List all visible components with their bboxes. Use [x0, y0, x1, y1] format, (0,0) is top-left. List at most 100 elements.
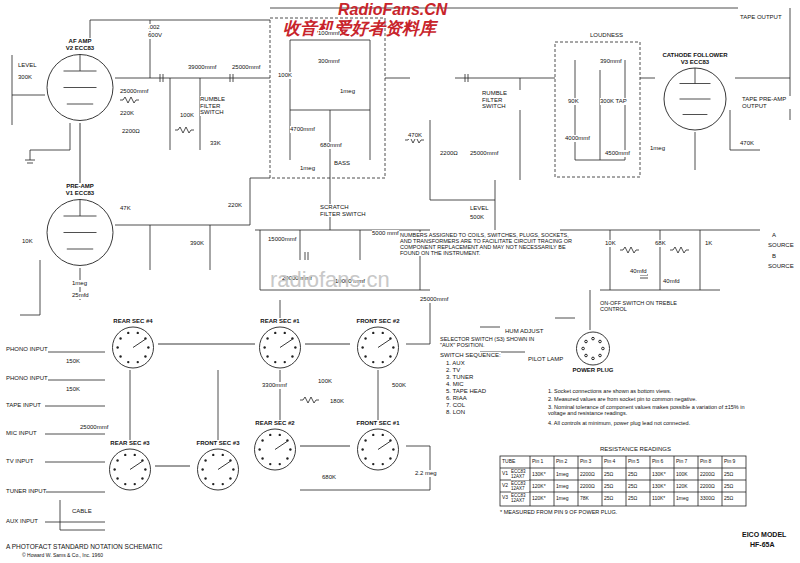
node-label: REAR SEC #3 — [110, 440, 149, 447]
label-text: 2200Ω — [700, 472, 715, 478]
node-outline — [350, 427, 406, 472]
label-text: Pin 9 — [724, 459, 735, 465]
label-text: SELECTOR SWITCH (S3) SHOWN IN "AUX" POSI… — [440, 336, 550, 348]
switch-contact — [279, 434, 281, 436]
switch-contact — [389, 457, 391, 459]
label-text: 220K — [120, 110, 134, 117]
label-text: 10K — [605, 240, 616, 247]
vacuum-tube: CATHODE FOLLOWERV3 ECC83 — [655, 52, 735, 132]
switch-contact — [382, 361, 384, 363]
plug-pin — [592, 357, 595, 360]
switch-contact — [204, 477, 206, 479]
switch-wiper — [133, 339, 145, 347]
label-text: 2. Measured values are from socket pin t… — [548, 396, 748, 402]
label-text: 100mmf — [318, 30, 340, 37]
label-text: 收音机爱好者资料库 — [283, 20, 436, 39]
label-text: 40mfd — [630, 268, 647, 275]
label-text: .002 — [148, 24, 160, 31]
label-text: SCRATCH FILTER SWITCH — [320, 204, 370, 217]
switch-contact — [124, 454, 126, 456]
node-outline — [255, 325, 305, 370]
switch-contact — [372, 332, 374, 334]
switch-contact — [116, 346, 118, 348]
switch-contact — [222, 483, 224, 485]
tube-electrodes — [64, 200, 97, 250]
label-text: 1meg — [300, 165, 315, 172]
label-text: 100K — [180, 112, 194, 119]
switch-contact — [382, 434, 384, 436]
label-text: 130K* — [652, 484, 666, 490]
node-text-group: REAR SEC #4 — [108, 318, 158, 325]
label-text: 25Ω — [724, 484, 733, 490]
label-text: 8. LON — [446, 409, 465, 416]
label-text: 180K — [330, 398, 344, 405]
loudness-wire — [575, 60, 625, 160]
label-text: 25000mmf — [120, 88, 148, 95]
power-plug: POWER PLUG — [570, 330, 616, 374]
label-text: PILOT LAMP — [528, 356, 563, 363]
label-text: 2200Ω — [700, 484, 715, 490]
switch-wiper — [280, 339, 292, 347]
label-text: Pin 6 — [652, 459, 663, 465]
switch-contact — [284, 361, 286, 363]
switch-wiper — [378, 339, 390, 347]
capacitor-symbol — [160, 74, 648, 278]
wire-connector — [305, 344, 350, 345]
node-label: PRE-AMP — [66, 183, 94, 190]
label-text: 5. TAPE HEAD — [446, 388, 486, 395]
label-text: V3 — [502, 495, 508, 501]
signal-wire — [12, 55, 790, 125]
label-text: 3300mmf — [262, 382, 287, 389]
switch-contact — [137, 361, 139, 363]
label-text: 3300Ω — [700, 496, 715, 502]
label-text: V2 — [502, 483, 508, 489]
label-text: 25000mmf — [232, 64, 260, 71]
label-text: SOURCE — [768, 263, 794, 270]
label-text: LEVEL — [470, 205, 489, 212]
label-text: 1meg — [556, 484, 569, 490]
label-text: NUMBERS ASSIGNED TO COILS, SWITCHES, PLU… — [400, 232, 580, 256]
switch-contact — [382, 463, 384, 465]
label-text: SOURCE — [768, 242, 794, 249]
label-text: TV INPUT — [6, 458, 33, 465]
envelope-circle — [198, 449, 239, 490]
switch-contact — [389, 355, 391, 357]
node-text-group: FRONT SEC #1 — [350, 420, 406, 427]
label-text: 47K — [120, 205, 131, 212]
plug-pin — [585, 340, 588, 343]
switch-contact — [291, 355, 293, 357]
envelope-circle — [358, 429, 399, 470]
node-label: AF AMP — [69, 38, 92, 45]
switch-contact — [361, 346, 363, 348]
label-text: 25Ω — [628, 472, 637, 478]
switch-contact — [372, 434, 374, 436]
label-text: 100K — [278, 72, 292, 79]
label-text: 1meg — [556, 496, 569, 502]
label-text: RUMBLE FILTER SWITCH — [200, 96, 242, 116]
label-text: LOUDNESS — [590, 32, 623, 39]
switch-contact — [284, 332, 286, 334]
selector-section: FRONT SEC #2 — [350, 318, 406, 370]
input-wire — [45, 352, 105, 522]
node-text-group: PRE-AMPV1 ECC83 — [45, 183, 115, 197]
switch-contact — [274, 332, 276, 334]
label-text: RadioFans.CN — [338, 1, 447, 19]
label-text: HF-65A — [750, 541, 775, 549]
node-text-group: FRONT SEC #3 — [190, 440, 246, 447]
switch-contact — [144, 355, 146, 357]
switch-contact — [261, 439, 263, 441]
label-text: radiofans.cn — [270, 268, 390, 292]
label-text: 220K — [228, 202, 242, 209]
label-text: 500K — [392, 382, 406, 389]
tone-control-housing — [270, 18, 385, 178]
label-text: 680K — [322, 474, 336, 481]
label-text: 120K* — [532, 496, 546, 502]
node-label: FRONT SEC #1 — [356, 420, 399, 427]
label-text: TUNER INPUT — [6, 488, 46, 495]
switch-contact — [137, 332, 139, 334]
switch-contact — [364, 439, 366, 441]
label-text: 390mmf — [600, 58, 622, 65]
node-outline — [655, 66, 735, 132]
